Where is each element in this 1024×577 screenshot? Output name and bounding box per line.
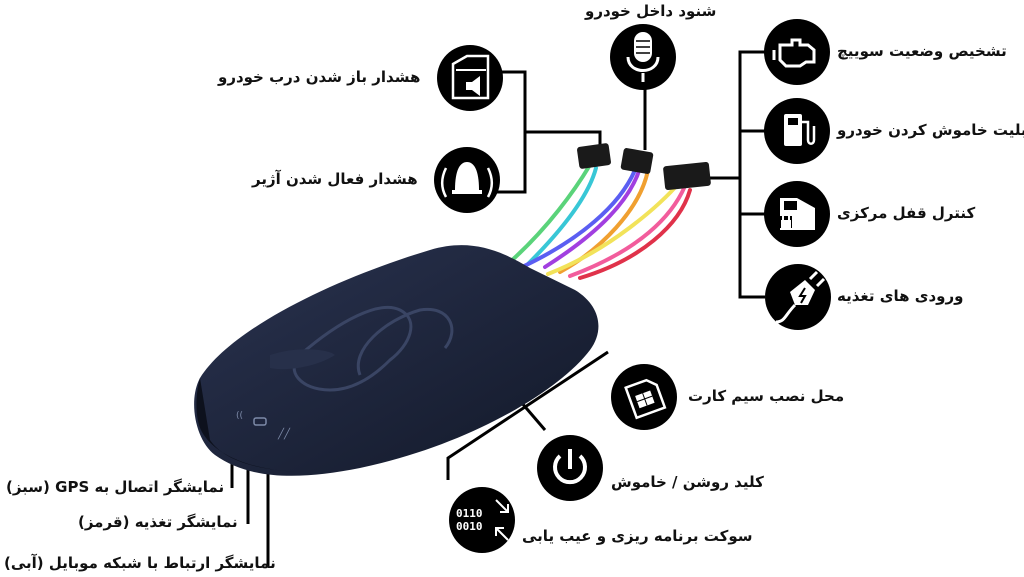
label-debug: سوکت برنامه ریزی و عیب یابی: [522, 527, 753, 545]
engine-icon: [764, 19, 830, 85]
label-sim: محل نصب سیم کارت: [688, 387, 845, 405]
binary-text-1: 0110: [456, 507, 483, 520]
power-plug-icon: [765, 264, 831, 330]
label-siren: هشدار فعال شدن آژیر: [252, 170, 418, 188]
label-mic: شنود داخل خودرو: [585, 2, 717, 20]
label-led-cell: نمایشگر ارتباط با شبکه موبایل (آبی): [4, 554, 276, 572]
alarm-bell-icon: [434, 147, 500, 213]
label-power-in: ورودی های تغذیه: [837, 287, 964, 305]
label-door: هشدار باز شدن درب خودرو: [218, 68, 421, 86]
binary-text-2: 0010: [456, 520, 483, 533]
label-fuel: قابلیت خاموش کردن خودرو: [837, 121, 1024, 139]
label-led-gps: نمایشگر اتصال به GPS (سبز): [6, 478, 225, 496]
power-button-icon: [537, 435, 603, 501]
svg-text:((: ((: [236, 411, 243, 421]
label-power-btn: کلید روشن / خاموش: [611, 473, 764, 491]
svg-text:╱╱: ╱╱: [277, 427, 291, 440]
sim-card-icon: [611, 364, 677, 430]
wire-connectors: [577, 143, 711, 191]
wire-bundle: [508, 163, 692, 280]
car-lock-icon: [764, 181, 830, 247]
label-lock: کنترل قفل مرکزی: [837, 204, 976, 222]
car-door-speaker-icon: [437, 45, 503, 111]
mic-icon: [610, 24, 676, 90]
fuel-pump-icon: [764, 98, 830, 164]
gps-tracker-device: (( ╱╱: [194, 245, 599, 476]
binary-port-icon: 0110 0010: [449, 487, 515, 553]
label-engine: تشخیص وضعیت سوییچ: [837, 42, 1007, 60]
label-led-power: نمایشگر تغذیه (قرمز): [78, 513, 238, 531]
